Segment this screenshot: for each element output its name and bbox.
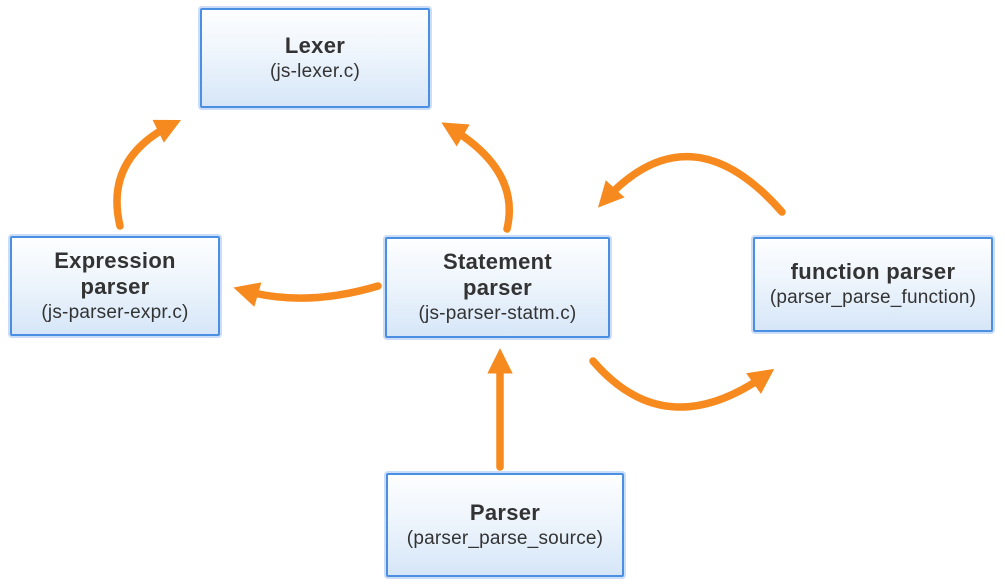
node-function-parser-subtitle: (parser_parse_function) bbox=[769, 287, 977, 308]
arrow-expression-parser-to-lexer bbox=[113, 119, 182, 230]
node-parser-title: Parser bbox=[469, 499, 541, 525]
node-parser: Parser (parser_parse_source) bbox=[386, 473, 624, 577]
arrow-statement-parser-to-function-parser bbox=[589, 357, 775, 411]
arrow-function-parser-to-statement-parser bbox=[597, 153, 786, 216]
node-function-parser: function parser (parser_parse_function) bbox=[753, 237, 993, 332]
arrow-statement-parser-to-lexer bbox=[441, 122, 514, 233]
node-lexer-title: Lexer bbox=[284, 32, 346, 58]
node-statement-parser-subtitle: (js-parser-statm.c) bbox=[418, 303, 577, 324]
node-lexer-subtitle: (js-lexer.c) bbox=[269, 60, 360, 82]
node-expression-parser: Expression parser (js-parser-expr.c) bbox=[10, 236, 220, 336]
node-expression-parser-title-line2: parser bbox=[80, 273, 150, 299]
node-statement-parser-title-line1: Statement bbox=[442, 249, 553, 274]
node-function-parser-title: function parser bbox=[790, 259, 956, 284]
node-parser-subtitle: (parser_parse_source) bbox=[406, 527, 604, 549]
arrow-statement-parser-to-expression-parser bbox=[233, 282, 382, 307]
node-expression-parser-subtitle: (js-parser-expr.c) bbox=[41, 301, 189, 323]
node-lexer: Lexer (js-lexer.c) bbox=[200, 8, 430, 108]
node-statement-parser: Statement parser (js-parser-statm.c) bbox=[385, 237, 610, 338]
node-expression-parser-title-line1: Expression bbox=[54, 247, 176, 273]
node-statement-parser-title-line2: parser bbox=[462, 275, 533, 300]
